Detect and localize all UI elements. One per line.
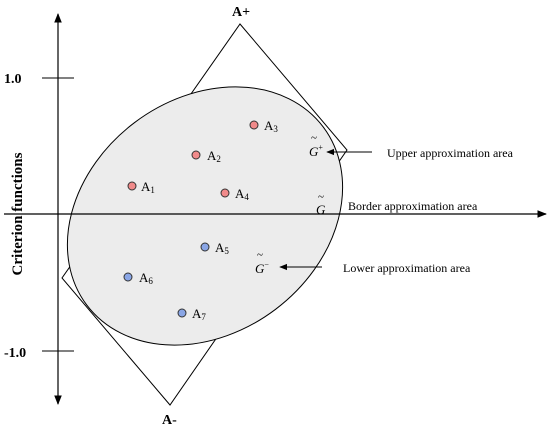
border-g: G: [316, 202, 326, 217]
alternative-5: A5: [200, 240, 229, 256]
lower-region-symbol: ~ G−: [255, 249, 269, 276]
alternative-5-sub: 5: [224, 246, 229, 256]
tick-label-bottom: -1.0: [4, 346, 26, 361]
upper-tilde: ~: [311, 132, 317, 144]
upper-label: Upper approximation area: [387, 146, 514, 160]
alternative-2: A2: [191, 148, 221, 164]
alternative-4: A4: [220, 186, 249, 202]
vertex-label-top: A+: [232, 5, 250, 20]
upper-region-symbol: ~ G+: [309, 132, 323, 159]
tick-label-top: 1.0: [4, 72, 22, 87]
alternative-7-letter: A: [192, 306, 202, 321]
alternative-1: A1: [127, 179, 155, 195]
alternative-1-sub: 1: [150, 185, 155, 195]
alternative-7-sub: 7: [201, 312, 206, 322]
border-region-symbol: ~ G: [316, 191, 326, 217]
border-tilde: ~: [318, 191, 324, 203]
alternative-2-sub: 2: [216, 154, 221, 164]
alternative-3: A3: [249, 118, 278, 134]
lower-tilde: ~: [257, 249, 263, 261]
svg-text:A6: A6: [139, 270, 153, 286]
lower-g: G: [255, 261, 265, 276]
alternative-1-letter: A: [141, 179, 151, 194]
alternative-3-sub: 3: [273, 124, 278, 134]
alternative-6: A6: [123, 270, 153, 286]
border-label: Border approximation area: [348, 199, 478, 213]
vertex-label-bottom: A-: [162, 413, 177, 428]
upper-sup: +: [318, 143, 323, 152]
alternative-6-sub: 6: [148, 276, 153, 286]
svg-text:A5: A5: [215, 240, 229, 256]
svg-text:A4: A4: [235, 186, 249, 202]
lower-label: Lower approximation area: [343, 261, 471, 275]
svg-text:A7: A7: [192, 306, 206, 322]
alternative-7: A7: [177, 306, 206, 322]
svg-text:A3: A3: [264, 118, 278, 134]
alternative-4-sub: 4: [244, 192, 249, 202]
alternative-2-letter: A: [207, 148, 217, 163]
upper-g: G: [309, 144, 319, 159]
svg-text:G−: G−: [255, 260, 269, 276]
approximation-ellipse: [66, 86, 344, 346]
svg-text:A1: A1: [141, 179, 155, 195]
svg-text:G+: G+: [309, 143, 323, 159]
svg-text:A2: A2: [207, 148, 221, 164]
alternative-6-letter: A: [139, 270, 149, 285]
alternative-4-letter: A: [235, 186, 245, 201]
alternative-5-letter: A: [215, 240, 225, 255]
alternative-3-letter: A: [264, 118, 274, 133]
lower-sup: −: [264, 260, 269, 269]
y-axis-title: Criterion functions: [10, 152, 26, 275]
